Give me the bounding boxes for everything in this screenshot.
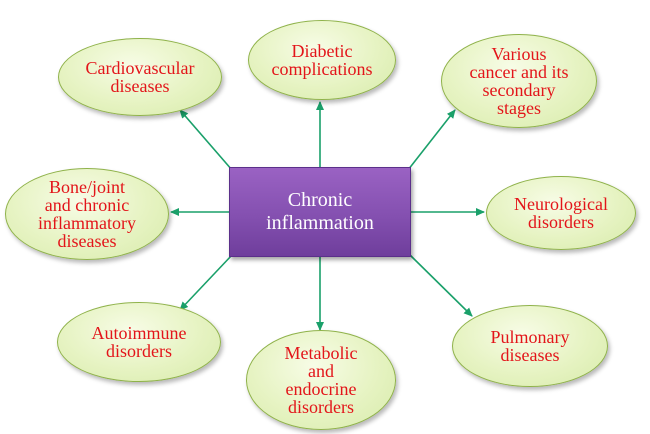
- node-label-neurological: Neurological disorders: [514, 194, 608, 232]
- node-bone-joint: Bone/joint and chronic inflammatory dise…: [5, 168, 169, 260]
- node-label-diabetic: Diabetic complications: [271, 41, 373, 79]
- arrow-to-cancer: [407, 109, 456, 171]
- node-label-cancer: Various cancer and its secondary stages: [469, 44, 569, 118]
- node-label-pulmonary: Pulmonary diseases: [490, 327, 570, 365]
- node-metabolic: Metabolic and endocrine disorders: [246, 330, 396, 430]
- node-autoimmune: Autoimmune disorders: [57, 302, 221, 382]
- node-label-metabolic: Metabolic and endocrine disorders: [284, 343, 358, 417]
- arrow-to-cardiovascular: [179, 109, 233, 171]
- node-label-autoimmune: Autoimmune disorders: [91, 323, 187, 361]
- arrow-to-pulmonary: [409, 254, 473, 317]
- node-label-bone-joint: Bone/joint and chronic inflammatory dise…: [38, 177, 136, 251]
- arrow-to-autoimmune: [179, 254, 233, 311]
- node-neurological: Neurological disorders: [486, 176, 636, 250]
- node-cancer: Various cancer and its secondary stages: [441, 34, 597, 128]
- node-pulmonary: Pulmonary diseases: [452, 305, 608, 387]
- node-diabetic: Diabetic complications: [248, 20, 396, 100]
- chronic-inflammation-box: Chronic inflammation: [229, 167, 411, 257]
- node-cardiovascular: Cardiovascular diseases: [58, 38, 222, 116]
- center-label: Chronic inflammation: [266, 189, 374, 234]
- node-label-cardiovascular: Cardiovascular diseases: [85, 58, 195, 96]
